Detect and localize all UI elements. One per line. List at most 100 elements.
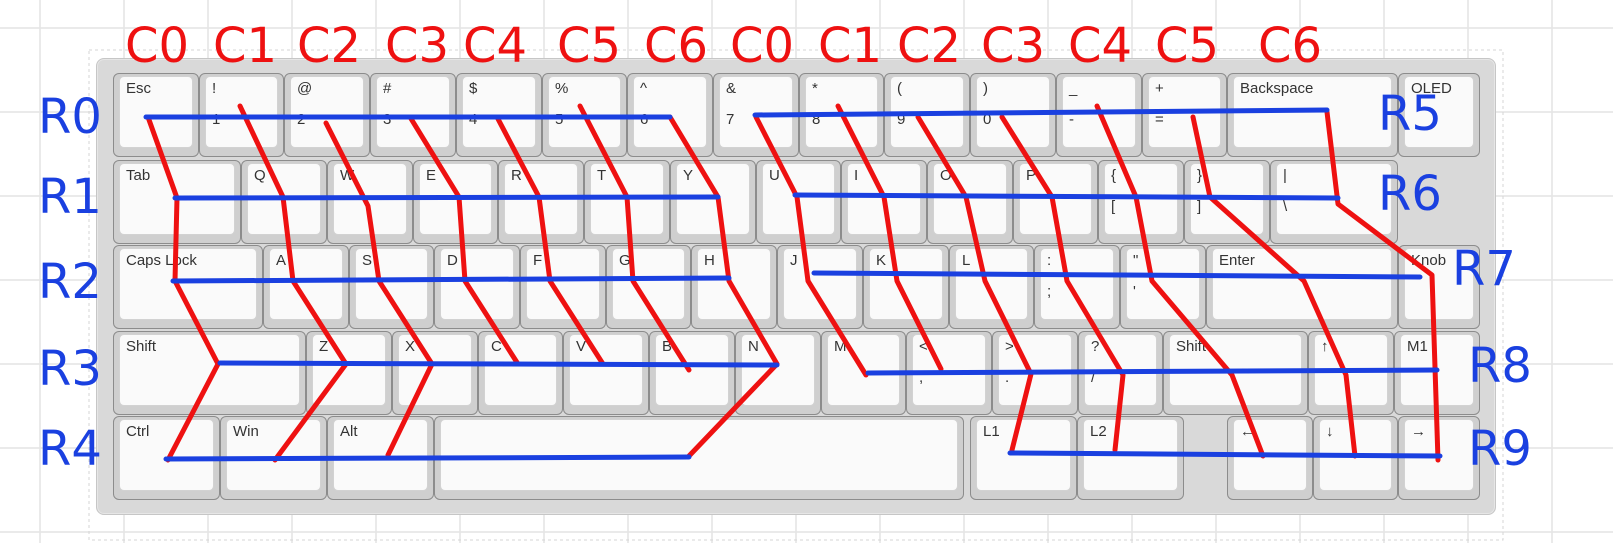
key-legend-bottom: .: [1005, 369, 1010, 386]
key-legend-top: Enter: [1219, 252, 1255, 269]
key-legend-top: Shift: [1176, 338, 1207, 355]
keycap: [526, 248, 600, 320]
keycap: [1404, 76, 1474, 148]
key-legend-top: Caps Lock: [126, 252, 197, 269]
row-label: R5: [1378, 86, 1442, 142]
key-j: J: [777, 245, 863, 329]
key-n: N: [735, 331, 821, 415]
key-legend-top: OLED: [1411, 80, 1452, 97]
keycap: [269, 248, 343, 320]
key-legend-top: U: [769, 167, 780, 184]
column-label: C6: [644, 18, 708, 74]
column-label: C3: [981, 18, 1045, 74]
column-label: C3: [385, 18, 449, 74]
column-wire-11: [1094, 103, 1266, 459]
column-label: C5: [557, 18, 621, 74]
key-legend-top: @: [297, 80, 313, 97]
key-legend-bottom: ;: [1047, 283, 1052, 300]
key-legend-bottom: =: [1155, 111, 1164, 128]
key-legend-top: Win: [233, 423, 259, 440]
key-legend-top: #: [383, 80, 392, 97]
column-label: C5: [1155, 18, 1219, 74]
keycap: [119, 419, 214, 491]
key-b: B: [649, 331, 735, 415]
row-wire-9: [1007, 450, 1443, 459]
key-legend-top: L2: [1090, 423, 1107, 440]
key-down-arrow: ↓: [1313, 416, 1398, 500]
key-legend-bottom: 7: [726, 111, 735, 128]
key-legend-top: Z: [319, 338, 329, 355]
key-legend-top: (: [897, 80, 902, 97]
key-legend-bottom: ,: [919, 369, 924, 386]
column-label: C4: [1068, 18, 1132, 74]
row-label: R6: [1378, 166, 1442, 222]
key-legend-top: V: [576, 338, 587, 355]
key-legend-top: X: [405, 338, 416, 355]
key-legend-top: }: [1197, 167, 1203, 184]
key-ctrl: Ctrl: [113, 416, 220, 500]
key-q: Q: [241, 160, 327, 244]
key-legend-bottom: ]: [1197, 198, 1202, 215]
keycap: [440, 419, 958, 491]
key-legend-top: D: [447, 252, 458, 269]
key-legend-top: B: [662, 338, 673, 355]
column-wire-13: [1324, 109, 1441, 463]
key-legend-top: T: [597, 167, 607, 184]
row-wires: [143, 107, 1443, 462]
key-legend-top: +: [1155, 80, 1164, 97]
key-legend-top: G: [619, 252, 631, 269]
key-legend-bottom: 8: [812, 111, 821, 128]
key-quote: "': [1120, 245, 1206, 329]
key-legend-top: Alt: [340, 423, 358, 440]
column-wire-10: [999, 114, 1126, 453]
column-label: C4: [463, 18, 527, 74]
key-legend-top: <: [919, 338, 928, 355]
row-label: R3: [38, 341, 102, 397]
row-label: R7: [1452, 241, 1516, 297]
column-label: C2: [897, 18, 961, 74]
key-d: D: [434, 245, 520, 329]
key-knob: Knob: [1398, 245, 1480, 329]
key-legend-top: L1: [983, 423, 1000, 440]
key-legend-top: A: [276, 252, 287, 269]
column-wire-0: [145, 114, 221, 463]
key-legend-top: |: [1283, 167, 1287, 184]
key-legend-top: >: [1005, 338, 1014, 355]
keycap: [719, 76, 793, 148]
row-wire-4: [170, 275, 732, 284]
column-wires: [145, 103, 1441, 463]
keycap: [226, 419, 321, 491]
row-wire-2: [172, 194, 721, 201]
key-legend-top: _: [1069, 80, 1078, 97]
key-legend-top: C: [491, 338, 502, 355]
row-wire-8: [163, 454, 692, 462]
column-label: C0: [125, 18, 189, 74]
key-legend-top: :: [1047, 252, 1052, 269]
row-label: R9: [1468, 421, 1532, 477]
key-legend-top: %: [555, 80, 569, 97]
row-wire-7: [865, 367, 1440, 376]
key-legend-top: S: [362, 252, 373, 269]
key-x: X: [392, 331, 478, 415]
key-enter: Enter: [1206, 245, 1398, 329]
key-legend-top: →: [1411, 423, 1426, 440]
key-semicolon: :;: [1034, 245, 1120, 329]
column-wire-7: [753, 114, 869, 378]
keycap: [1126, 248, 1200, 320]
keycap: [333, 419, 428, 491]
keycap: [440, 248, 514, 320]
key-legend-bottom: -: [1069, 111, 1074, 128]
key-oled: OLED: [1398, 73, 1480, 157]
key-legend-bottom: \: [1283, 198, 1288, 215]
keycap: [869, 248, 943, 320]
keycap: [1040, 248, 1114, 320]
key-legend-top: Ctrl: [126, 423, 150, 440]
keycap: [376, 76, 450, 148]
row-label: R1: [38, 169, 102, 225]
key-legend-top: $: [469, 80, 478, 97]
key-legend-top: {: [1111, 167, 1117, 184]
key-legend-top: K: [876, 252, 887, 269]
key-legend-top: !: [212, 80, 217, 97]
